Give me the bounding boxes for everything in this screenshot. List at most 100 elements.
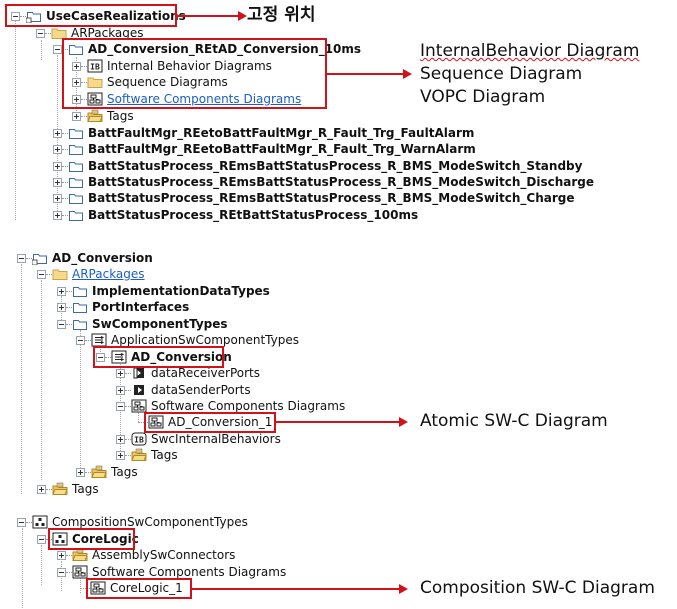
tree-node-datasenderports[interactable]: dataSenderPorts bbox=[116, 382, 251, 398]
collapse-toggle[interactable] bbox=[37, 269, 46, 279]
node-label: ARPackages bbox=[71, 26, 144, 40]
package-icon bbox=[68, 191, 84, 205]
node-label: Software Components Diagrams bbox=[107, 92, 302, 106]
collapse-toggle[interactable] bbox=[96, 352, 105, 362]
collapse-toggle[interactable] bbox=[11, 11, 20, 21]
expand-toggle[interactable] bbox=[57, 302, 66, 312]
expand-toggle[interactable] bbox=[72, 94, 81, 104]
tags-folder-icon bbox=[72, 548, 88, 562]
collapse-toggle[interactable] bbox=[57, 567, 66, 577]
tree-node-sibling[interactable]: BattFaultMgr_REetoBattFaultMgr_R_Fault_T… bbox=[53, 125, 474, 141]
tree-node-usecaserealizations[interactable]: UseCaseRealizations bbox=[11, 8, 186, 24]
node-label: BattStatusProcess_REmsBattStatusProcess_… bbox=[88, 159, 583, 173]
node-label: CoreLogic_1 bbox=[110, 581, 183, 595]
tree-node-sibling[interactable]: BattFaultMgr_REetoBattFaultMgr_R_Fault_T… bbox=[53, 141, 476, 157]
expand-toggle[interactable] bbox=[37, 484, 46, 494]
tree-node-ad-conversion-10ms[interactable]: AD_Conversion_REtAD_Conversion_10ms bbox=[53, 41, 361, 57]
tree-node-ad-conversion-component[interactable]: AD_Conversion bbox=[96, 349, 232, 365]
node-label: CompositionSwComponentTypes bbox=[52, 515, 248, 529]
tree-node-tags[interactable]: Tags bbox=[116, 447, 178, 463]
expand-toggle[interactable] bbox=[72, 61, 81, 71]
collapse-toggle[interactable] bbox=[37, 534, 46, 544]
node-label: Tags bbox=[111, 465, 138, 479]
package-icon bbox=[72, 317, 88, 331]
highlight-box bbox=[144, 412, 276, 433]
expand-toggle[interactable] bbox=[72, 77, 81, 87]
diagram-icon bbox=[131, 399, 147, 413]
expand-toggle[interactable] bbox=[53, 193, 62, 203]
package-icon bbox=[68, 175, 84, 189]
tree-node-software-components-diagrams[interactable]: Software Components Diagrams bbox=[72, 91, 301, 107]
tree-node-sibling[interactable]: BattStatusProcess_REtBattStatusProcess_1… bbox=[53, 207, 418, 223]
collapse-toggle[interactable] bbox=[17, 517, 26, 527]
tree-node-software-components-diagrams[interactable]: Software Components Diagrams bbox=[57, 564, 286, 580]
tree-node-assemblyswconnectors[interactable]: AssemblySwConnectors bbox=[57, 547, 235, 563]
collapse-toggle[interactable] bbox=[53, 44, 62, 54]
tree-node-swcinternalbehaviors[interactable]: SwcInternalBehaviors bbox=[116, 431, 281, 447]
arrow bbox=[276, 417, 408, 427]
node-label: PortInterfaces bbox=[92, 300, 190, 314]
package-icon bbox=[68, 126, 84, 140]
tree-node-arpackages[interactable]: ARPackages bbox=[36, 25, 144, 41]
node-label: AD_Conversion_REtAD_Conversion_10ms bbox=[88, 42, 362, 56]
expand-toggle[interactable] bbox=[116, 368, 125, 378]
composition-icon bbox=[32, 515, 48, 529]
collapse-toggle[interactable] bbox=[17, 253, 26, 263]
tree-node-compositionswcomponenttypes[interactable]: CompositionSwComponentTypes bbox=[17, 514, 248, 530]
expand-toggle[interactable] bbox=[53, 144, 62, 154]
package-icon bbox=[32, 251, 48, 265]
tree-node-applicationswcomponenttypes[interactable]: ApplicationSwComponentTypes bbox=[76, 332, 299, 348]
node-label: Tags bbox=[107, 109, 134, 123]
tree-node-arpackages[interactable]: ARPackages bbox=[37, 266, 145, 282]
expand-toggle[interactable] bbox=[116, 434, 125, 444]
node-label: BattFaultMgr_REetoBattFaultMgr_R_Fault_T… bbox=[88, 142, 476, 156]
tree-node-datareceiverports[interactable]: dataReceiverPorts bbox=[116, 365, 260, 381]
application-swc-icon bbox=[91, 333, 107, 347]
tree-node-portinterfaces[interactable]: PortInterfaces bbox=[57, 299, 189, 315]
tree-node-internal-behavior-diagrams[interactable]: Internal Behavior Diagrams bbox=[72, 58, 272, 74]
tree-node-sibling[interactable]: BattStatusProcess_REmsBattStatusProcess_… bbox=[53, 158, 582, 174]
expand-toggle[interactable] bbox=[116, 385, 125, 395]
expand-toggle[interactable] bbox=[72, 111, 81, 121]
tree-node-ad-conversion-root[interactable]: AD_Conversion bbox=[17, 250, 153, 266]
expand-toggle[interactable] bbox=[116, 450, 125, 460]
annotation-atomic: Atomic SW-C Diagram bbox=[420, 411, 608, 431]
expand-toggle[interactable] bbox=[53, 210, 62, 220]
expand-toggle[interactable] bbox=[53, 177, 62, 187]
tree-node-sibling[interactable]: BattStatusProcess_REmsBattStatusProcess_… bbox=[53, 174, 594, 190]
tags-folder-icon bbox=[91, 465, 107, 479]
tree-node-ad-conversion-1[interactable]: AD_Conversion_1 bbox=[138, 414, 272, 430]
annotation-line: InternalBehavior Diagram bbox=[420, 41, 640, 61]
tree-node-tags[interactable]: Tags bbox=[76, 464, 138, 480]
node-label: Software Components Diagrams bbox=[92, 565, 287, 579]
arrow bbox=[192, 584, 408, 594]
node-label: SwComponentTypes bbox=[92, 317, 228, 331]
node-label: Tags bbox=[72, 482, 99, 496]
node-label: BattStatusProcess_REmsBattStatusProcess_… bbox=[88, 191, 575, 205]
collapse-toggle[interactable] bbox=[76, 335, 85, 345]
collapse-toggle[interactable] bbox=[116, 401, 125, 411]
tree-node-tags[interactable]: Tags bbox=[72, 108, 134, 124]
collapse-toggle[interactable] bbox=[36, 28, 45, 38]
receiver-port-icon bbox=[131, 366, 147, 380]
tree-node-tags[interactable]: Tags bbox=[37, 481, 99, 497]
tree-node-swcomponenttypes[interactable]: SwComponentTypes bbox=[57, 316, 228, 332]
expand-toggle[interactable] bbox=[57, 286, 66, 296]
tree-node-sibling[interactable]: BattStatusProcess_REmsBattStatusProcess_… bbox=[53, 190, 575, 206]
node-label: ApplicationSwComponentTypes bbox=[111, 333, 299, 347]
tree-node-sequence-diagrams[interactable]: Sequence Diagrams bbox=[72, 74, 228, 90]
expand-toggle[interactable] bbox=[53, 128, 62, 138]
tags-folder-icon bbox=[87, 109, 103, 123]
node-label: UseCaseRealizations bbox=[46, 9, 186, 23]
tree-node-corelogic-1[interactable]: CoreLogic_1 bbox=[80, 580, 183, 596]
tags-folder-icon bbox=[131, 448, 147, 462]
tree-node-implementationdatatypes[interactable]: ImplementationDataTypes bbox=[57, 283, 270, 299]
expand-toggle[interactable] bbox=[57, 550, 66, 560]
expand-toggle[interactable] bbox=[53, 161, 62, 171]
internal-behavior-icon bbox=[131, 432, 147, 446]
highlight-box bbox=[5, 4, 177, 27]
tree-node-software-components-diagrams[interactable]: Software Components Diagrams bbox=[116, 398, 345, 414]
collapse-toggle[interactable] bbox=[57, 319, 66, 329]
node-label: Sequence Diagrams bbox=[107, 75, 228, 89]
expand-toggle[interactable] bbox=[76, 467, 85, 477]
